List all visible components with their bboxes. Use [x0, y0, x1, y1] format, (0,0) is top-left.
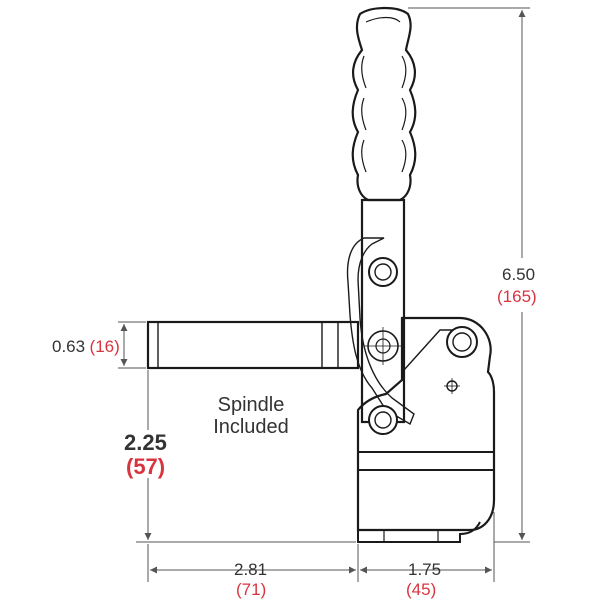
overall-height-mm: (165)	[497, 287, 537, 306]
spindle-note: Spindle Included	[196, 394, 306, 438]
pivot-pin-body	[446, 326, 478, 358]
clamp-base	[357, 521, 481, 543]
mounting-hole	[444, 378, 460, 394]
overall-height-inches: 6.50	[502, 265, 536, 284]
spindle-diameter-mm: (16)	[89, 337, 120, 356]
pivot-pin-middle	[364, 327, 402, 365]
handle-grip	[351, 6, 417, 202]
spindle-diameter-dim	[118, 321, 146, 369]
spindle-height-mm: (57)	[126, 454, 166, 479]
pivot-pin-top	[368, 257, 398, 287]
handle-grip-inner	[361, 16, 407, 173]
overall-height-dim	[408, 7, 530, 543]
base-width-inches: 1.75	[408, 560, 442, 579]
spindle-height-inches: 2.25	[124, 430, 167, 455]
linkage-plate	[346, 237, 415, 426]
spindle-diameter-label: 0.63 (16)	[52, 338, 120, 357]
base-width-mm: (45)	[406, 580, 437, 599]
pivot-pin-lower	[368, 405, 398, 435]
horizontal-dims	[147, 512, 495, 582]
spindle	[146, 320, 360, 370]
spindle-diameter-inches: 0.63	[52, 337, 86, 356]
spindle-reach-inches: 2.81	[234, 560, 268, 579]
spindle-note-line1: Spindle	[217, 394, 285, 416]
clamp-body	[356, 316, 496, 532]
spindle-reach-mm: (71)	[236, 580, 267, 599]
spindle-note-line2: Included	[213, 416, 289, 438]
